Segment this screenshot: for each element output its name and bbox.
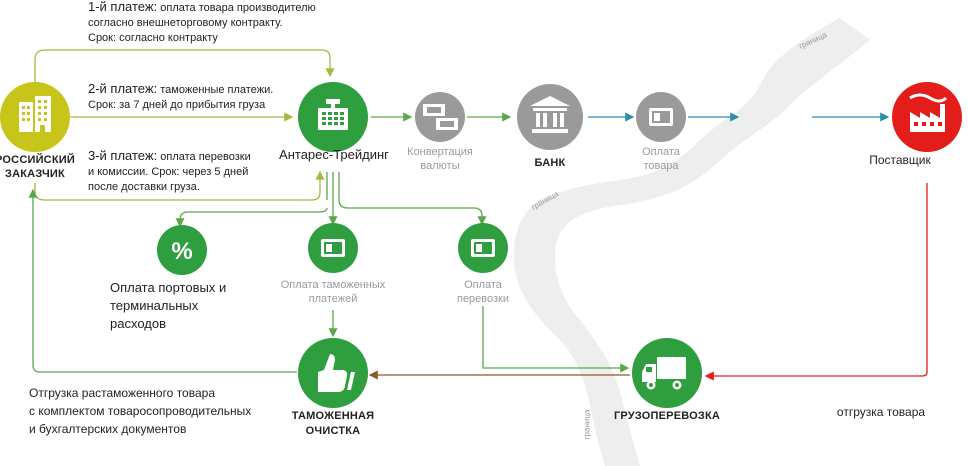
customer-label: РОССИЙСКИЙ ЗАКАЗЧИК [0, 153, 76, 181]
payment1-line2: согласно внешнеторговому контракту. [88, 17, 283, 29]
conversion-label: Конвертация валюты [400, 145, 480, 173]
factory-icon [909, 93, 948, 132]
freight-label: ГРУЗОПЕРЕВОЗКА [613, 410, 721, 422]
banknote-icon [321, 239, 345, 257]
branch-port [180, 172, 328, 226]
bank-node [517, 84, 583, 150]
port-node: % [157, 225, 207, 275]
supplier-label: Поставщик [869, 153, 931, 167]
goods-pay-label-line2: товара [643, 160, 679, 172]
payment3-line3: после доставки груза. [88, 181, 200, 193]
payment2-line2: Срок: за 7 дней до прибытия груза [88, 99, 266, 111]
customs-node [298, 338, 368, 408]
transport-pay-label-line1: Оплата [464, 279, 502, 291]
customs-pay-label-line1: Оплата таможенных [280, 279, 386, 291]
cash-register-icon [318, 99, 348, 130]
banknote-icon [471, 239, 495, 257]
conversion-label-line2: валюты [420, 160, 460, 172]
delivery-line3: и бухгалтерских документов [29, 422, 187, 436]
payment1-title: 1-й платеж: [88, 0, 158, 14]
conversion-node [415, 92, 465, 142]
flow-supplier-freight [704, 183, 928, 381]
goods-pay-label: Оплата товара [626, 145, 696, 173]
flow-customs-customer [28, 188, 297, 373]
port-label: Оплата портовых и терминальных расходов [102, 279, 250, 333]
flow-transport-pay-to-freight [482, 306, 630, 373]
port-label-line1: Оплата портовых и [110, 280, 227, 295]
thumbs-up-icon [318, 354, 355, 392]
border-label-bottom: граница [582, 409, 592, 440]
customer-label-line2: ЗАКАЗЧИК [5, 168, 65, 180]
border-band [513, 18, 870, 466]
delivery-line1: Отгрузка растаможенного товара [29, 386, 215, 400]
customer-node [0, 82, 70, 152]
customer-label-line1: РОССИЙСКИЙ [0, 154, 75, 166]
port-label-line3: расходов [110, 316, 166, 331]
payment1-desc: оплата товара производителю [157, 2, 316, 14]
payment3-desc: оплата перевозки [157, 151, 251, 163]
transport-pay-label: Оплата перевозки [443, 278, 523, 306]
customs-label-line1: ТАМОЖЕННАЯ [291, 410, 375, 422]
antares-label: Антарес-Трейдинг [279, 147, 389, 162]
customs-pay-label: Оплата таможенных платежей [273, 278, 393, 306]
goods-pay-node [636, 92, 686, 142]
supplier-node [892, 82, 962, 152]
payment2-desc: таможенные платежи. [157, 84, 274, 96]
customs-label: ТАМОЖЕННАЯ ОЧИСТКА [283, 409, 383, 439]
truck-icon [642, 357, 686, 390]
payment2-text: 2-й платеж: таможенные платежи. Срок: за… [88, 81, 273, 113]
bank-label: БАНК [534, 157, 566, 169]
customs-label-line2: ОЧИСТКА [305, 425, 361, 437]
shipment-label: отгрузка товара [836, 405, 926, 419]
building-icon [19, 96, 51, 132]
port-label-line2: терминальных [110, 298, 199, 313]
goods-pay-label-line1: Оплата [642, 146, 680, 158]
payment2-title: 2-й платеж: [88, 81, 158, 96]
antares-node [298, 82, 368, 152]
payment1-line3: Срок: согласно контракту [88, 32, 218, 44]
conversion-label-line1: Конвертация [407, 146, 473, 158]
transport-pay-node [458, 223, 508, 273]
banknote-icon [649, 108, 673, 126]
branch-transport-pay [338, 172, 487, 226]
percent-icon: % [171, 238, 192, 265]
freight-node [632, 338, 702, 408]
payment3-text: 3-й платеж: оплата перевозки и комиссии.… [88, 148, 251, 195]
customs-pay-node [308, 223, 358, 273]
currency-exchange-icon [423, 104, 458, 130]
bank-icon [530, 96, 570, 133]
payment1-text: 1-й платеж: оплата товара производителю … [88, 0, 316, 46]
payment1-line [34, 49, 335, 82]
delivery-text: Отгрузка растаможенного товара с комплек… [29, 384, 251, 438]
transport-pay-label-line2: перевозки [456, 293, 510, 305]
delivery-line2: с комплектом товаросопроводительных [29, 404, 252, 418]
payment3-line2: и комиссии. Срок: через 5 дней [88, 166, 249, 178]
customs-pay-label-line2: платежей [308, 293, 358, 305]
payment3-title: 3-й платеж: [88, 148, 158, 163]
